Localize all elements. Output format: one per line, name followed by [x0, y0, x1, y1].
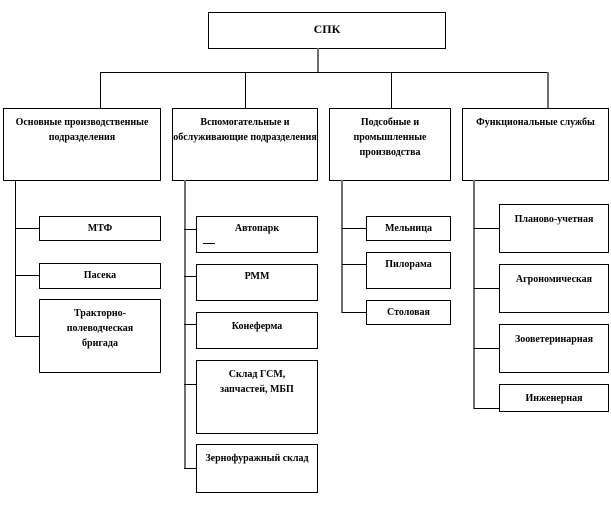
unit-label: Конеферма: [231, 321, 283, 332]
unit-node: Пилорама: [366, 252, 451, 289]
unit-label: Мельница: [385, 223, 432, 234]
connector: [342, 264, 366, 265]
connector: [15, 180, 16, 337]
connector: [184, 468, 196, 469]
group-label: Основные производственные подразделения: [15, 117, 149, 143]
unit-node: Зернофуражный склад: [196, 444, 318, 493]
unit-label: Агрономическая: [515, 274, 593, 285]
group-label: Функциональные службы: [476, 117, 595, 128]
connector: [474, 288, 499, 289]
connector: [245, 72, 246, 108]
connector: [342, 228, 366, 229]
connector: [100, 72, 101, 108]
group-node-main-production: Основные производственные подразделения: [3, 108, 161, 181]
group-label: Подсобные и промышленные производства: [353, 117, 427, 158]
unit-node: Мельница: [366, 216, 451, 241]
unit-label: МТФ: [87, 223, 113, 234]
stray-dash: [203, 243, 215, 244]
unit-label: Тракторно-полеводческая бригада: [66, 308, 134, 349]
connector: [100, 72, 549, 73]
root-node: СПК: [208, 12, 446, 49]
unit-node: РММ: [196, 264, 318, 301]
unit-label: Столовая: [387, 307, 430, 318]
unit-node: Склад ГСМ, запчастей, МБП: [196, 360, 318, 434]
unit-node: Инженерная: [499, 384, 609, 412]
unit-node: Агрономическая: [499, 264, 609, 313]
group-node-functional-services: Функциональные службы: [462, 108, 609, 181]
connector: [341, 180, 343, 313]
connector: [15, 336, 39, 337]
unit-node: МТФ: [39, 216, 161, 241]
connector: [391, 72, 392, 108]
connector: [15, 275, 39, 276]
connector: [474, 348, 499, 349]
unit-label: Пилорама: [385, 259, 432, 270]
unit-label: Зооветеринарная: [514, 334, 594, 345]
connector: [474, 228, 499, 229]
connector: [474, 408, 499, 409]
unit-label: РММ: [244, 271, 270, 282]
unit-label: Пасека: [83, 270, 117, 281]
unit-label: Автопарк: [234, 223, 280, 234]
unit-node: Тракторно-полеводческая бригада: [39, 299, 161, 373]
unit-label: Планово-учетная: [514, 214, 594, 225]
connector: [342, 312, 366, 313]
unit-node: Зооветеринарная: [499, 324, 609, 373]
unit-label: Инженерная: [525, 393, 583, 404]
group-label: Вспомогательные и обслуживающие подразде…: [173, 117, 317, 143]
unit-label: Зернофуражный склад: [205, 453, 309, 464]
unit-node: Пасека: [39, 263, 161, 289]
connector: [15, 228, 39, 229]
connector: [184, 324, 196, 325]
unit-node: Столовая: [366, 300, 451, 325]
connector: [317, 48, 319, 72]
connector: [547, 72, 549, 108]
root-label: СПК: [313, 22, 341, 36]
group-node-auxiliary: Вспомогательные и обслуживающие подразде…: [172, 108, 318, 181]
connector: [473, 180, 475, 409]
unit-node: Автопарк: [196, 216, 318, 253]
connector: [184, 276, 196, 277]
unit-node: Конеферма: [196, 312, 318, 349]
connector: [184, 384, 196, 385]
connector: [184, 229, 196, 230]
unit-node: Планово-учетная: [499, 204, 609, 253]
unit-label: Склад ГСМ, запчастей, МБП: [220, 369, 294, 395]
group-node-subsidiary: Подсобные и промышленные производства: [329, 108, 451, 181]
